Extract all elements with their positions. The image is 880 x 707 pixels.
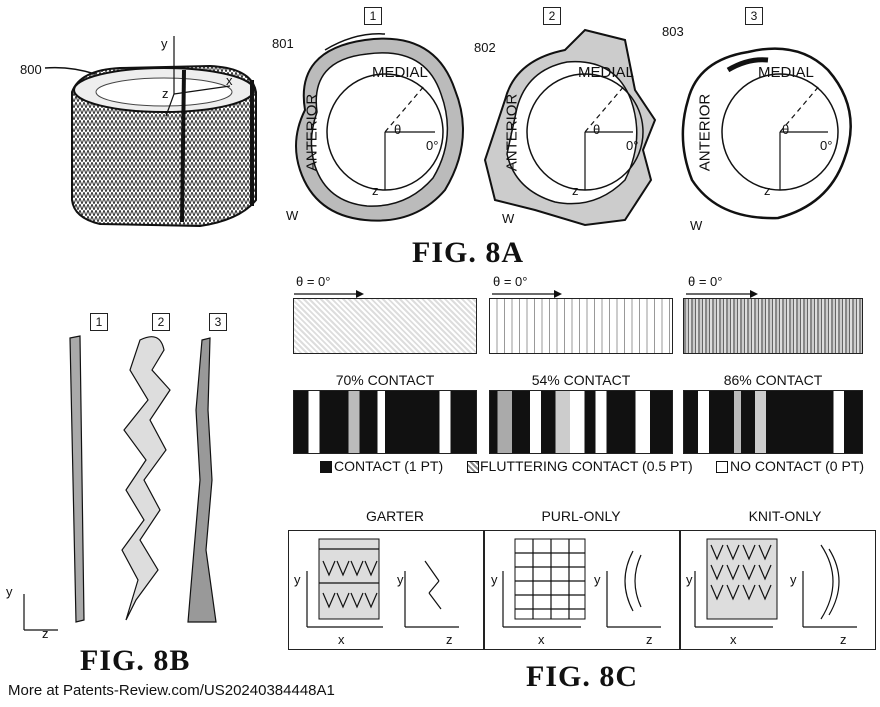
fig8c-y-2b: y [594, 572, 601, 587]
fig8c-z-3: z [840, 632, 847, 647]
legend-swatch-fluttering [467, 461, 479, 473]
ref-801: 801 [272, 36, 294, 51]
theta-label-1: θ [394, 122, 402, 137]
fig8b-panel-1: 1 [90, 313, 108, 331]
panel-number-1: 1 [364, 7, 382, 25]
theta-arrows [294, 290, 758, 298]
pressure-strip-1 [293, 298, 477, 354]
axis-z-label-2: z [572, 183, 579, 198]
fig8c-title-knit: KNIT-ONLY [748, 508, 822, 524]
ref-800: 800 [20, 62, 42, 77]
theta-zero-1: θ = 0° [296, 274, 331, 289]
fig8c-panel-garter [288, 530, 484, 650]
fig8c-y-3b: y [790, 572, 797, 587]
fig8b-axis-y: y [6, 584, 13, 599]
contact-strip-3 [683, 390, 863, 454]
legend-swatch-none [716, 461, 728, 473]
zero-deg-label-2: 0° [626, 138, 639, 153]
fig8b-axes [23, 594, 58, 631]
fig8c-z-1: z [446, 632, 453, 647]
fig8c-y-1: y [294, 572, 301, 587]
theta-zero-3: θ = 0° [688, 274, 723, 289]
zero-deg-label-1: 0° [426, 138, 439, 153]
panel-number-3: 3 [745, 7, 763, 25]
fig8c-x-2: x [538, 632, 545, 647]
legend-no-contact: NO CONTACT (0 PT) [730, 458, 865, 474]
fig8c-y-3: y [686, 572, 693, 587]
w-label-3: W [690, 218, 703, 233]
fig-8b-label: FIG. 8B [80, 644, 191, 677]
fig8c-title-garter: GARTER [365, 508, 425, 524]
axis-x-label: x [226, 73, 233, 88]
axis-y-label: y [161, 36, 168, 51]
fig8c-panel-purl [484, 530, 680, 650]
anterior-label-1: ANTERIOR [303, 93, 321, 172]
ref-803: 803 [662, 24, 684, 39]
axis-z-label-1: z [372, 183, 379, 198]
medial-label-3: MEDIAL [758, 64, 814, 81]
legend-contact: CONTACT (1 PT) [334, 458, 444, 474]
medial-label-1: MEDIAL [372, 64, 428, 81]
sock-tube-illustration [71, 64, 257, 228]
contact-pct-2: 54% CONTACT [531, 372, 631, 388]
fig8b-panel-3: 3 [209, 313, 227, 331]
contact-strip-1 [293, 390, 477, 454]
axis-z-label-3: z [764, 183, 771, 198]
footer-source-link[interactable]: More at Patents-Review.com/US20240384448… [8, 682, 335, 699]
theta-zero-2: θ = 0° [493, 274, 528, 289]
leader-800 [44, 66, 96, 75]
axis-z-label: z [162, 86, 169, 101]
medial-label-2: MEDIAL [578, 64, 634, 81]
contact-strip-2 [489, 390, 673, 454]
axes-800 [165, 36, 231, 117]
fig8c-panel-knit [680, 530, 876, 650]
fig8b-profiles [69, 335, 217, 623]
panel-number-2: 2 [543, 7, 561, 25]
legend-swatch-contact [320, 461, 332, 473]
fig8b-axis-z: z [42, 626, 49, 641]
pressure-strip-2 [489, 298, 673, 354]
anterior-label-2: ANTERIOR [503, 93, 521, 172]
fig8c-y-2: y [491, 572, 498, 587]
cross-section-3 [681, 47, 852, 220]
fig8c-title-purl: PURL-ONLY [541, 508, 621, 524]
cross-section-2 [483, 28, 657, 227]
legend-fluttering: FLUTTERING CONTACT (0.5 PT) [480, 458, 693, 474]
ref-802: 802 [474, 40, 496, 55]
contact-pct-3: 86% CONTACT [723, 372, 823, 388]
w-label-2: W [502, 211, 515, 226]
fig8c-z-2: z [646, 632, 653, 647]
theta-label-2: θ [593, 122, 601, 137]
fig8c-x-3: x [730, 632, 737, 647]
theta-label-3: θ [782, 122, 790, 137]
fig-8a-label: FIG. 8A [412, 236, 524, 269]
contact-pct-1: 70% CONTACT [335, 372, 435, 388]
fig8c-x-1: x [338, 632, 345, 647]
cross-section-1 [295, 33, 464, 222]
pressure-strip-3 [683, 298, 863, 354]
fig-8c-label: FIG. 8C [526, 660, 638, 693]
zero-deg-label-3: 0° [820, 138, 833, 153]
fig8b-panel-2: 2 [152, 313, 170, 331]
w-label-1: W [286, 208, 299, 223]
fig8c-y-1b: y [397, 572, 404, 587]
anterior-label-3: ANTERIOR [696, 93, 714, 172]
